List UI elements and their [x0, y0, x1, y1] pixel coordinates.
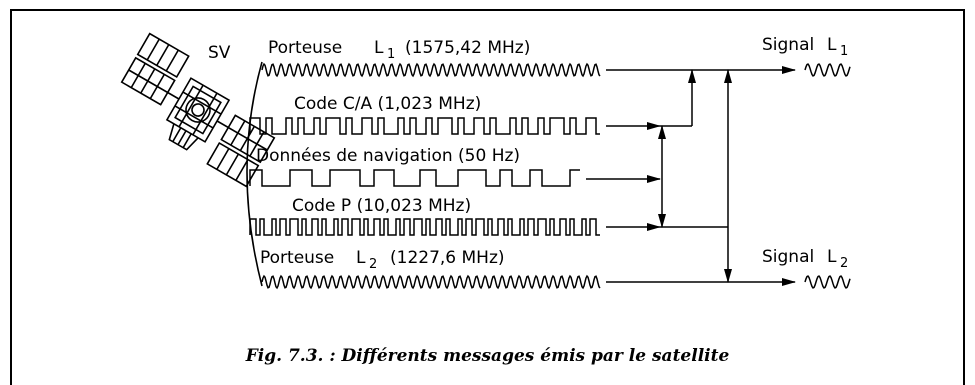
- signal-l1-letter: L: [827, 35, 837, 55]
- carrier-l2-name: Porteuse: [260, 248, 334, 268]
- carrier-l2-waveform: [261, 274, 601, 290]
- signal-l2-waveform: [804, 275, 851, 289]
- code-ca-label: Code C/A (1,023 MHz): [294, 94, 481, 114]
- carrier-l2-subscript: 2: [369, 257, 377, 272]
- carrier-l1-letter: L: [374, 38, 384, 58]
- signal-l1-subscript: 1: [840, 44, 848, 59]
- code-p-waveform: [249, 218, 600, 236]
- emission-bracket: [246, 61, 263, 287]
- signal-l2-letter: L: [827, 247, 837, 267]
- nav-data-label: Données de navigation (50 Hz): [256, 146, 520, 166]
- carrier-l1-subscript: 1: [387, 47, 395, 62]
- figure-caption: Fig. 7.3. : Différents messages émis par…: [245, 346, 730, 366]
- signal-l2-name: Signal: [762, 247, 814, 267]
- code-p-label: Code P (10,023 MHz): [292, 196, 471, 216]
- signal-l1-name: Signal: [762, 35, 814, 55]
- carrier-l1-name: Porteuse: [268, 38, 342, 58]
- satellite-label: SV: [208, 43, 231, 63]
- satellite-icon: [120, 32, 276, 188]
- carrier-l2-frequency: (1227,6 MHz): [390, 248, 505, 268]
- code-ca-waveform: [249, 117, 600, 135]
- signal-l2-subscript: 2: [840, 256, 848, 271]
- signal-l1-waveform: [804, 63, 851, 77]
- carrier-l1-waveform: [261, 62, 601, 78]
- figure-frame: [10, 9, 965, 385]
- carrier-l2-letter: L: [356, 248, 366, 268]
- carrier-l1-frequency: (1575,42 MHz): [405, 38, 530, 58]
- nav-data-waveform: [249, 169, 580, 187]
